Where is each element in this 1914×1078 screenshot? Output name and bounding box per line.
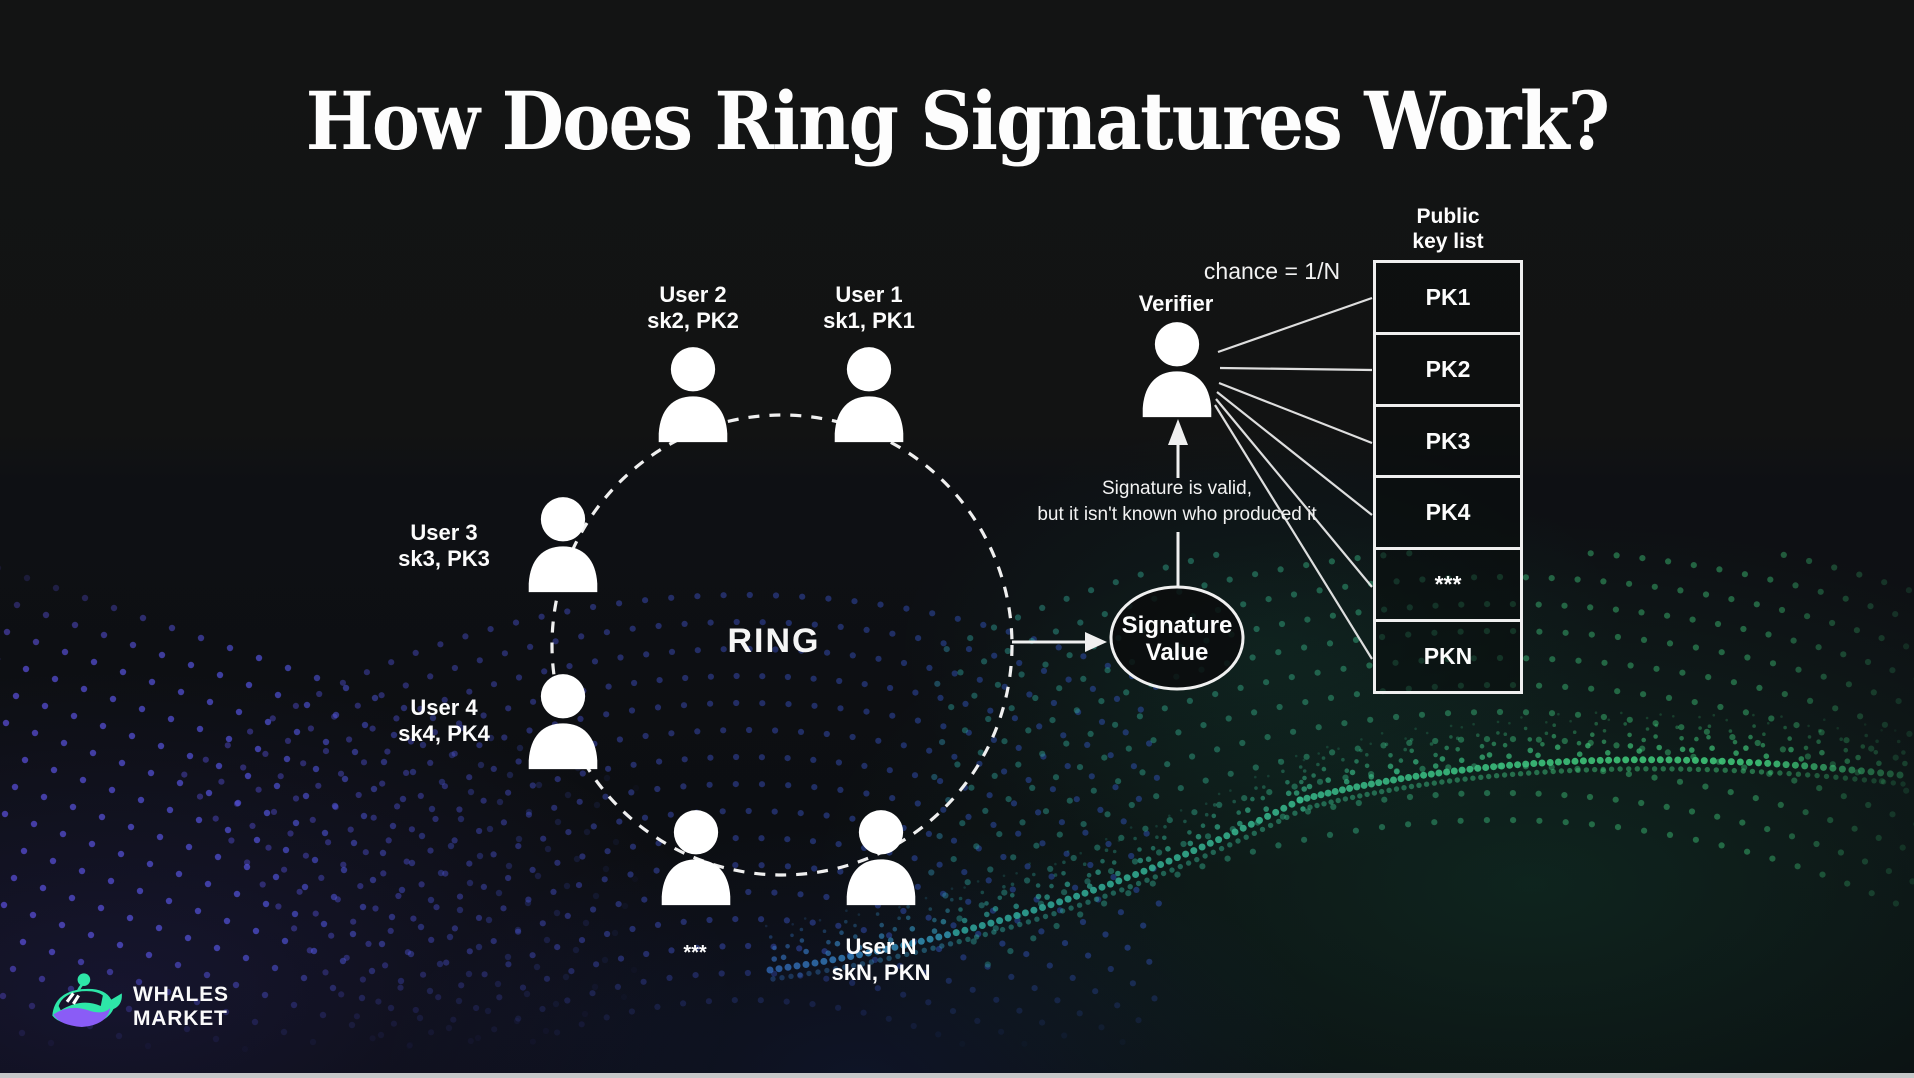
user4-label: User 4 sk4, PK4	[398, 695, 490, 747]
userN-icon	[835, 808, 927, 908]
pk-line-3	[1218, 381, 1373, 445]
public-key-cell: PKN	[1376, 619, 1520, 691]
user3-icon	[517, 495, 609, 595]
user3-keys: sk3, PK3	[398, 546, 490, 571]
user3-label: User 3 sk3, PK3	[398, 520, 490, 572]
public-key-cell: PK3	[1376, 403, 1520, 476]
verifier-note: Signature is valid, but it isn't known w…	[1037, 478, 1317, 525]
brand-name: WHALES MARKET	[133, 983, 229, 1030]
userN-label: User N skN, PKN	[831, 934, 930, 986]
bottom-edge-strip	[0, 1073, 1914, 1078]
pk-line-6	[1214, 404, 1373, 660]
pk-line-1	[1217, 296, 1373, 354]
arrowhead-up-icon	[1168, 419, 1188, 445]
user1-label: User 1 sk1, PK1	[823, 282, 915, 334]
user2-icon	[647, 345, 739, 445]
whale-icon	[52, 973, 122, 1028]
userN-keys: skN, PKN	[831, 960, 931, 985]
user2-label: User 2 sk2, PK2	[647, 282, 739, 334]
public-key-cell: ***	[1376, 547, 1520, 619]
ring-label: RING	[727, 622, 821, 660]
public-key-list: PK1 PK2 PK3 PK4 *** PKN	[1373, 260, 1523, 694]
user-ellipsis-icon	[650, 808, 742, 908]
verifier-label: Verifier	[1138, 291, 1214, 316]
chance-label: chance = 1/N	[1203, 258, 1341, 284]
user4-name: User 4	[410, 695, 478, 720]
signature-value-label: Signature Value	[1121, 612, 1233, 666]
user1-name: User 1	[835, 282, 903, 307]
public-key-cell: PK4	[1376, 475, 1520, 547]
public-key-cell: PK2	[1376, 331, 1520, 404]
user1-icon	[823, 345, 915, 445]
user4-icon	[517, 672, 609, 772]
page-title: How Does Ring Signatures Work?	[305, 73, 1610, 168]
userN-name: User N	[845, 934, 917, 959]
user3-name: User 3	[410, 520, 478, 545]
public-key-list-title: Public key list	[1412, 205, 1484, 253]
verifier-icon	[1131, 320, 1223, 420]
user4-keys: sk4, PK4	[398, 721, 490, 746]
brand-logo: WHALES MARKET	[46, 966, 336, 1052]
user2-keys: sk2, PK2	[647, 308, 739, 333]
public-key-cell: PK1	[1425, 283, 1471, 310]
arrowhead-right-icon	[1085, 632, 1107, 652]
pk-line-2	[1219, 366, 1373, 372]
user1-keys: sk1, PK1	[823, 308, 915, 333]
user-ellipsis-label: ***	[683, 942, 707, 964]
user2-name: User 2	[659, 282, 727, 307]
